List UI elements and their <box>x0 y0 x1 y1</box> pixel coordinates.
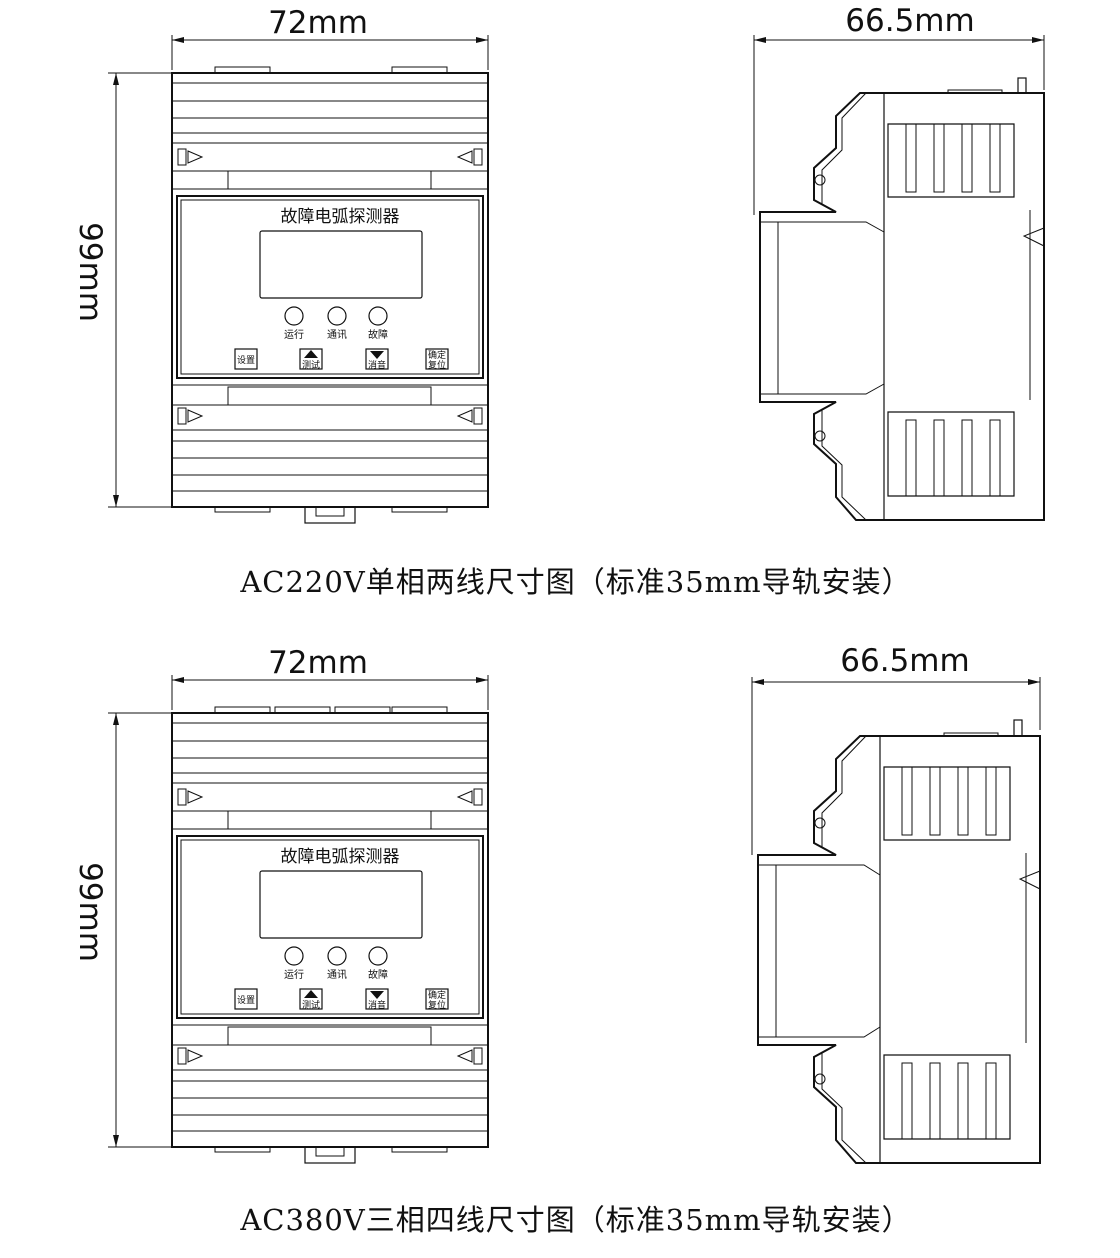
front-view: 故障电弧探测器 运行 通讯 故障 设置 测试 消音 确定 复位 <box>171 66 489 524</box>
din-latch <box>304 1146 356 1164</box>
down-arrow-icon <box>370 991 384 999</box>
display-window <box>259 230 423 299</box>
test-button <box>299 988 323 1010</box>
depth-label: 66.5mm <box>840 643 969 679</box>
confirm-reset-button <box>425 348 449 370</box>
depth-dimension: 66.5mm <box>751 643 1041 855</box>
width-dimension: 72mm <box>171 645 489 710</box>
confirm-reset-button <box>425 988 449 1010</box>
width-label: 72mm <box>268 645 368 681</box>
height-label: 99mm <box>72 222 108 322</box>
comm-indicator-led <box>327 946 347 966</box>
confirm-button-label: 确定 <box>428 989 446 1001</box>
drawing-ac220v: 72mm 99mm <box>72 3 1045 599</box>
height-dimension: 99mm <box>72 72 172 508</box>
indicator-label-fault: 故障 <box>368 968 388 981</box>
indicator-label-fault: 故障 <box>368 328 388 341</box>
fault-indicator-led <box>368 306 388 326</box>
height-dimension: 99mm <box>72 712 172 1148</box>
drawing-caption: AC380V三相四线尺寸图（标准35mm导轨安装） <box>239 1203 911 1237</box>
display-window <box>259 870 423 939</box>
reset-button-label: 复位 <box>428 999 446 1011</box>
run-indicator-led <box>284 306 304 326</box>
test-button <box>299 348 323 370</box>
drawing-ac380v: 72mm 99mm <box>72 643 1041 1237</box>
width-label: 72mm <box>268 5 368 41</box>
device-title: 故障电弧探测器 <box>281 847 400 867</box>
reset-button-label: 复位 <box>428 359 446 371</box>
up-arrow-icon <box>304 350 318 358</box>
indicator-label-run: 运行 <box>284 968 304 981</box>
side-view <box>759 77 1045 521</box>
test-button-label: 测试 <box>302 999 320 1011</box>
mute-button-label: 消音 <box>368 359 386 371</box>
mute-button-label: 消音 <box>368 999 386 1011</box>
run-indicator-led <box>284 946 304 966</box>
up-arrow-icon <box>304 990 318 998</box>
device-title: 故障电弧探测器 <box>281 207 400 227</box>
down-arrow-icon <box>370 351 384 359</box>
set-button-label: 设置 <box>237 355 255 366</box>
fault-indicator-led <box>368 946 388 966</box>
indicator-label-comm: 通讯 <box>327 329 347 341</box>
mute-button <box>365 988 389 1010</box>
test-button-label: 测试 <box>302 359 320 371</box>
indicator-label-comm: 通讯 <box>327 969 347 981</box>
front-view: 故障电弧探测器 运行 通讯 故障 设置 测试 消音 确定 复位 <box>171 706 489 1164</box>
width-dimension: 72mm <box>171 5 489 70</box>
confirm-button-label: 确定 <box>428 349 446 361</box>
set-button <box>234 348 258 370</box>
set-button <box>234 988 258 1010</box>
drawing-caption: AC220V单相两线尺寸图（标准35mm导轨安装） <box>239 565 911 599</box>
comm-indicator-led <box>327 306 347 326</box>
din-latch <box>304 506 356 524</box>
mute-button <box>365 348 389 370</box>
depth-label: 66.5mm <box>845 3 974 39</box>
indicator-label-run: 运行 <box>284 328 304 341</box>
set-button-label: 设置 <box>237 995 255 1006</box>
depth-dimension: 66.5mm <box>753 3 1045 215</box>
height-label: 99mm <box>72 862 108 962</box>
side-view <box>757 719 1041 1164</box>
